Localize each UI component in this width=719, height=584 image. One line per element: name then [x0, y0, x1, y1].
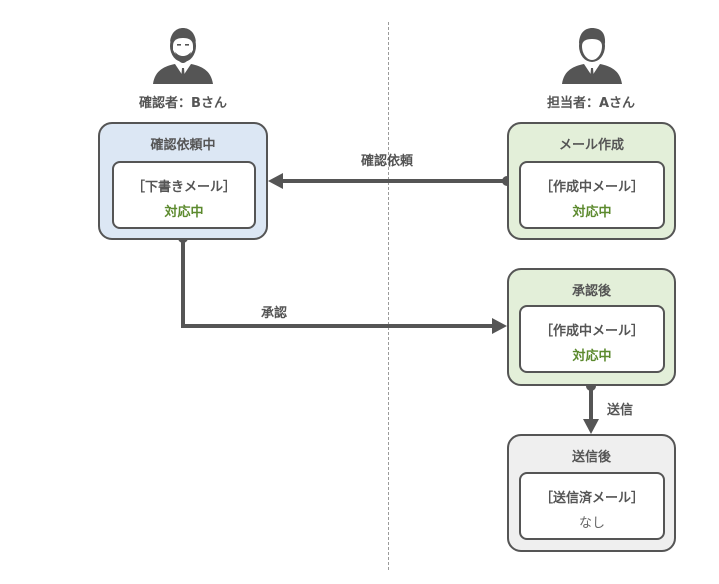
state-mail-create: メール作成 ［作成中メール］ 対応中: [507, 122, 676, 240]
assignee-label: 担当者：Aさん: [546, 96, 636, 111]
state-title: 送信後: [571, 450, 611, 465]
status-text: 対応中: [572, 349, 612, 364]
state-title: 承認後: [571, 284, 611, 299]
mail-card: ［作成中メール］ 対応中: [519, 161, 665, 229]
mail-label: ［送信済メール］: [539, 491, 644, 506]
state-title: 確認依頼中: [150, 138, 216, 153]
state-review-request: 確認依頼中 ［下書きメール］ 対応中: [98, 122, 268, 240]
status-text: なし: [578, 516, 605, 531]
person-with-beard-icon: [153, 28, 213, 84]
state-title: メール作成: [558, 138, 624, 153]
reviewer-label: 確認者：Bさん: [139, 96, 227, 111]
status-text: 対応中: [164, 205, 204, 220]
state-approved: 承認後 ［作成中メール］ 対応中: [507, 268, 676, 386]
mail-label: ［作成中メール］: [539, 324, 644, 339]
person-icon: [562, 28, 622, 84]
send-arrow: [583, 381, 599, 434]
request-arrow: [268, 173, 512, 189]
mail-card: ［下書きメール］ 対応中: [112, 161, 256, 229]
approve-arrow: [178, 233, 507, 334]
request-label: 確認依頼: [361, 154, 414, 169]
mail-label: ［下書きメール］: [131, 180, 236, 195]
mail-card: ［作成中メール］ 対応中: [519, 305, 665, 373]
state-sent: 送信後 ［送信済メール］ なし: [507, 434, 676, 552]
status-text: 対応中: [572, 205, 612, 220]
mail-label: ［作成中メール］: [539, 180, 644, 195]
approve-label: 承認: [261, 306, 288, 321]
send-label: 送信: [607, 403, 634, 418]
mail-card: ［送信済メール］ なし: [519, 472, 665, 540]
swimlane-divider: [388, 22, 389, 570]
